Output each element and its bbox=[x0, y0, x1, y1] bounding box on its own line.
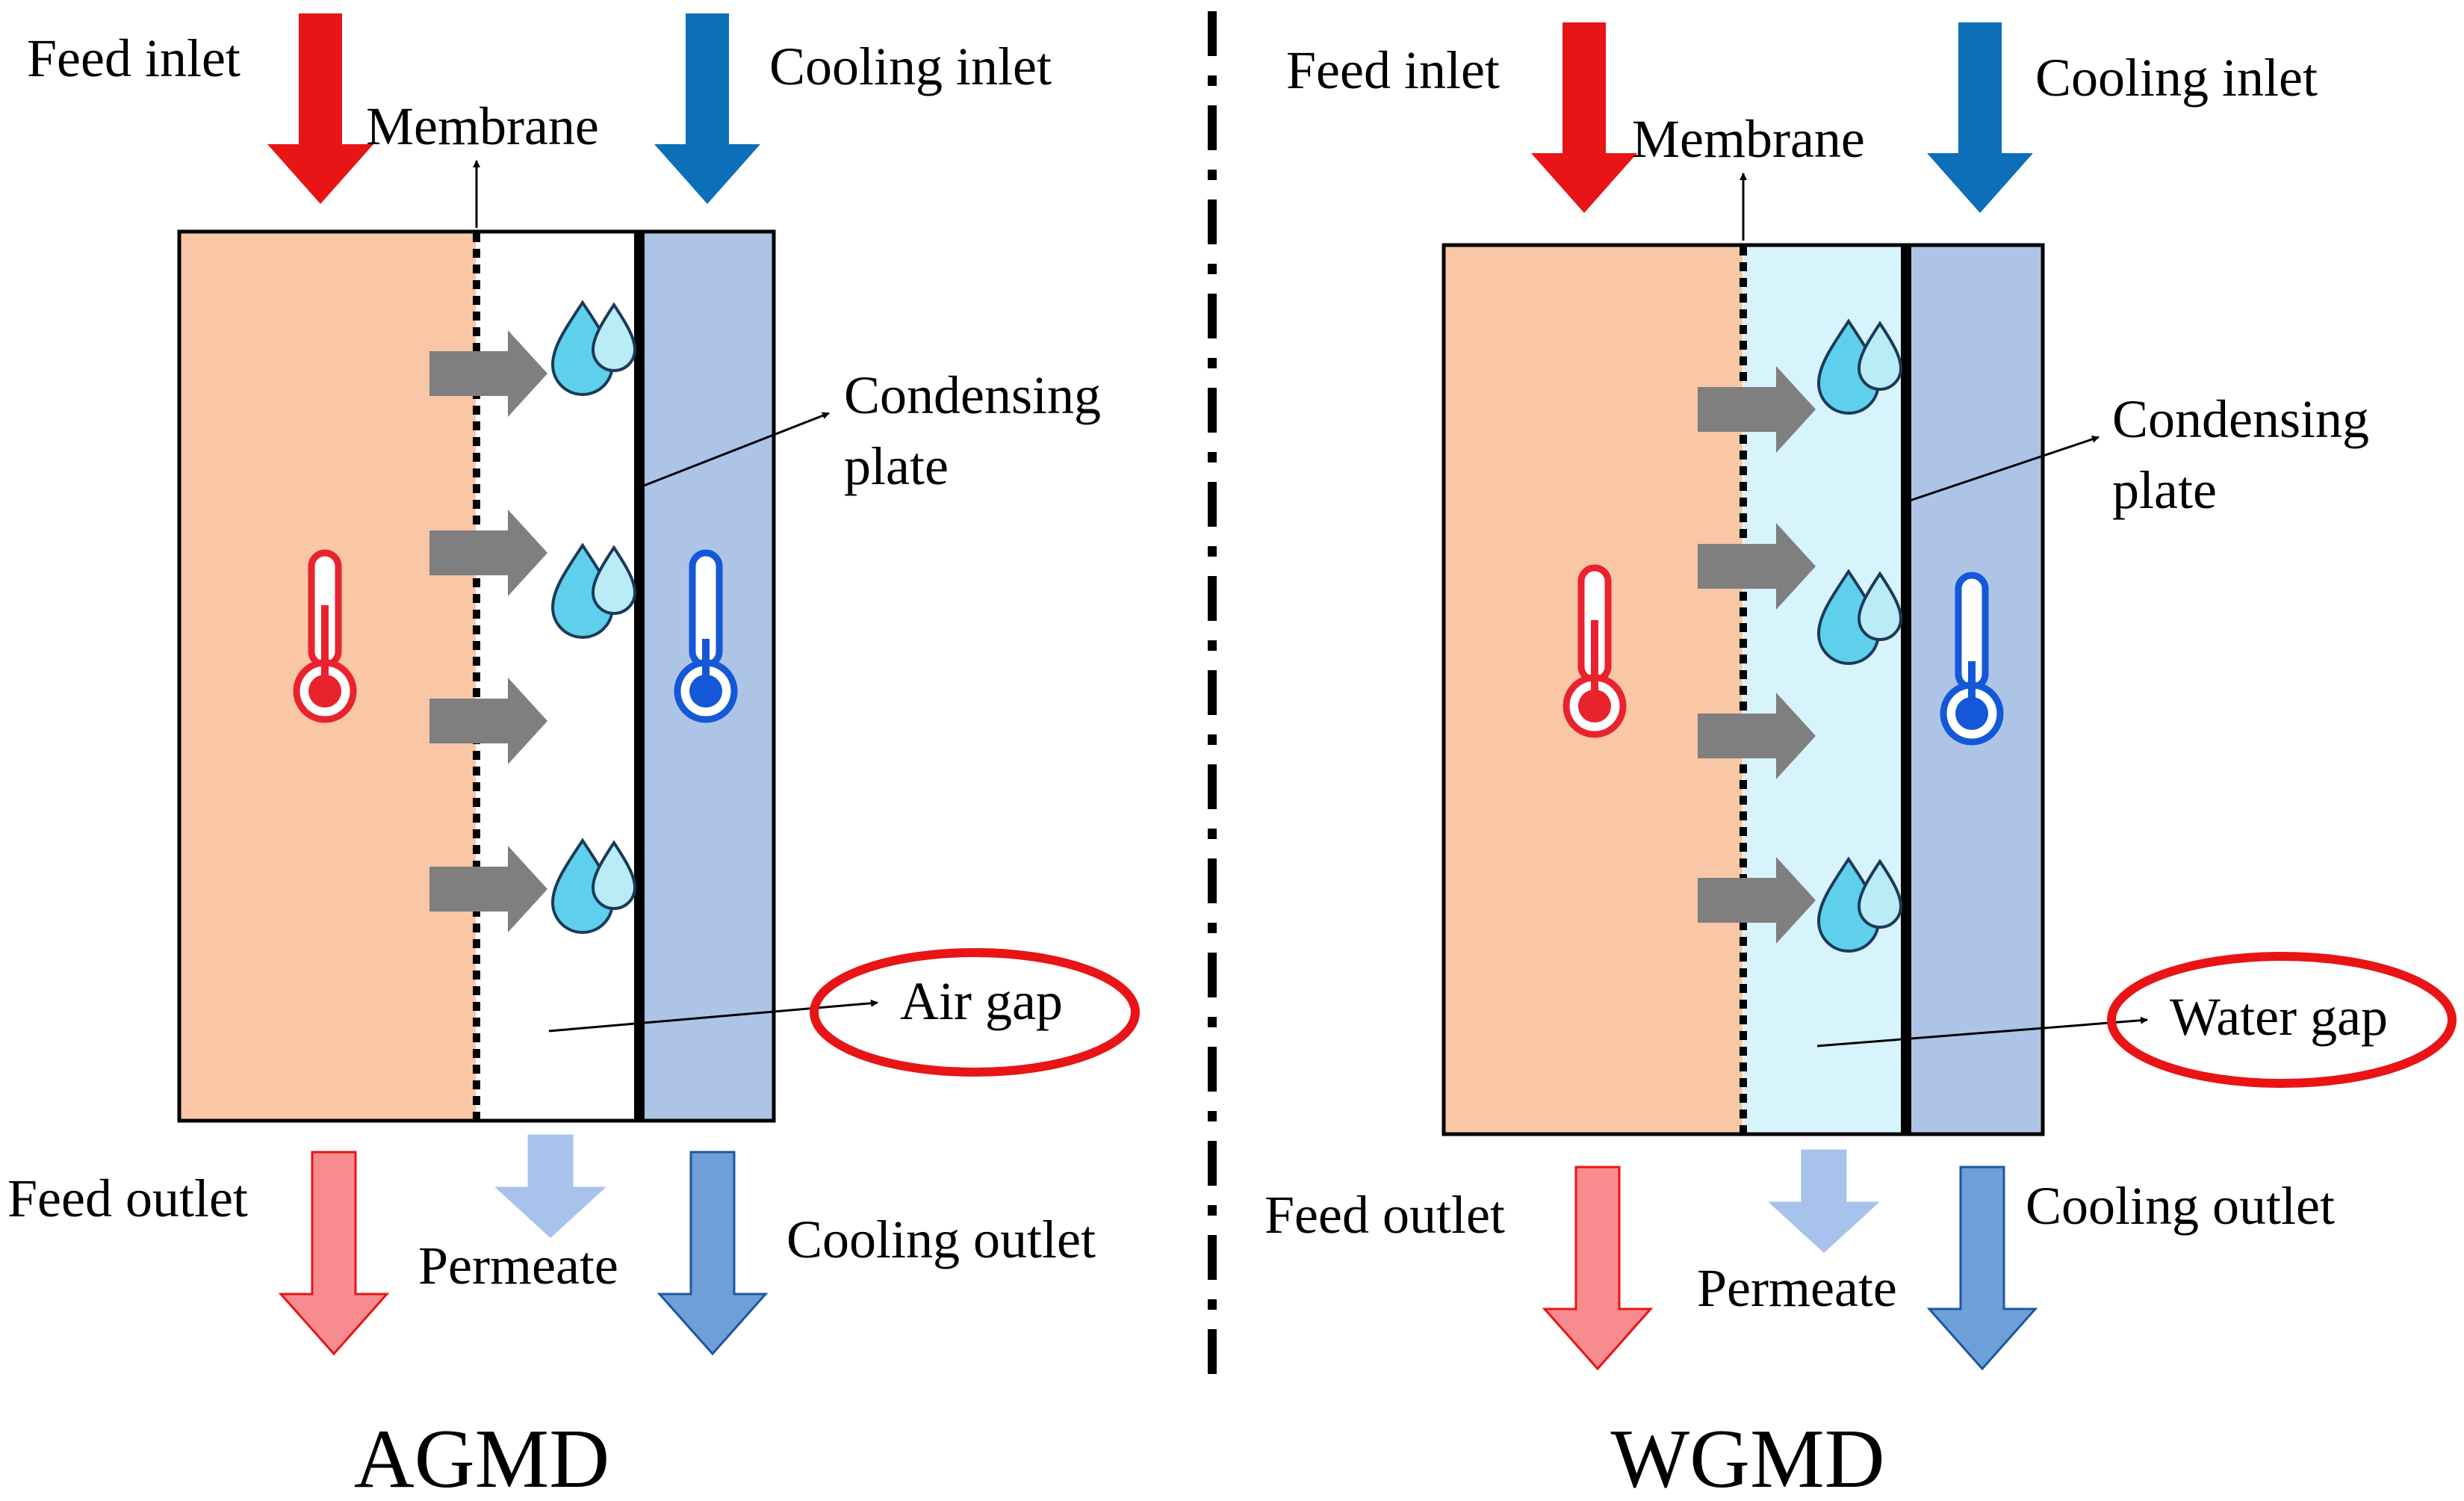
water-droplet-icon bbox=[1816, 856, 1903, 953]
module-border bbox=[177, 229, 776, 1123]
condensing-label-line2: plate bbox=[844, 436, 949, 496]
flux-arrow-icon bbox=[429, 846, 547, 932]
feed-outlet-arrow bbox=[278, 1151, 390, 1356]
feed-inlet-arrow bbox=[267, 13, 373, 204]
panel-title: AGMD bbox=[354, 1413, 609, 1497]
permeate-label: Permeate bbox=[418, 1236, 618, 1296]
flux-arrow-icon bbox=[429, 678, 547, 764]
cooling-outlet-arrow bbox=[1926, 1166, 2038, 1371]
water-droplet-icon bbox=[1816, 569, 1903, 665]
condensing-plate-pointer bbox=[1909, 436, 2100, 502]
permeate-outlet-arrow bbox=[494, 1134, 606, 1239]
cooling-outlet-arrow bbox=[657, 1151, 769, 1356]
gap-label: Water gap bbox=[2170, 987, 2388, 1047]
water-gap-pointer bbox=[1816, 1016, 2148, 1047]
feed-inlet-label: Feed inlet bbox=[1286, 40, 1500, 100]
gap-label: Air gap bbox=[900, 971, 1063, 1031]
gap-highlight-ellipse bbox=[2107, 952, 2457, 1088]
condensing-label-line1: Condensing bbox=[844, 365, 1101, 425]
gap-highlight-ellipse bbox=[810, 948, 1140, 1077]
cooling-inlet-arrow bbox=[1927, 22, 2033, 213]
flux-arrow-icon bbox=[1698, 693, 1816, 779]
condensing-label-line1: Condensing bbox=[2112, 389, 2369, 449]
thermometer-icon bbox=[1563, 564, 1627, 738]
flux-arrow-icon bbox=[1698, 523, 1816, 610]
thermometer-icon bbox=[293, 549, 357, 723]
feed-inlet-label: Feed inlet bbox=[27, 28, 240, 88]
air-gap-pointer bbox=[548, 999, 878, 1033]
cooling-inlet-label: Cooling inlet bbox=[2035, 48, 2318, 108]
membrane-label: Membrane bbox=[1632, 109, 1865, 169]
thermometer-icon bbox=[674, 549, 738, 723]
water-droplet-icon bbox=[1816, 318, 1903, 415]
wgmd-panel: Feed inlet Cooling inlet Membrane Conden… bbox=[1264, 22, 2457, 1501]
cooling-outlet-label: Cooling outlet bbox=[2026, 1176, 2335, 1236]
feed-outlet-label: Feed outlet bbox=[7, 1169, 248, 1228]
cooling-inlet-label: Cooling inlet bbox=[769, 37, 1052, 96]
agmd-panel: Feed inlet Cooling inlet Membrane Conden… bbox=[7, 13, 1140, 1501]
water-droplet-icon bbox=[550, 838, 637, 934]
flux-arrow-icon bbox=[1698, 857, 1816, 944]
water-droplet-icon bbox=[550, 300, 637, 396]
feed-inlet-arrow bbox=[1531, 22, 1637, 213]
flux-arrow-icon bbox=[429, 510, 547, 596]
condensing-plate-pointer bbox=[643, 412, 830, 487]
cooling-inlet-arrow bbox=[654, 13, 760, 204]
flux-arrow-icon bbox=[1698, 366, 1816, 453]
condensing-label-line2: plate bbox=[2112, 460, 2217, 520]
module-border bbox=[1442, 243, 2045, 1136]
thermometer-icon bbox=[1940, 572, 2004, 746]
permeate-outlet-arrow bbox=[1768, 1149, 1880, 1254]
cooling-outlet-label: Cooling outlet bbox=[786, 1210, 1096, 1269]
flux-arrow-icon bbox=[429, 330, 547, 417]
feed-outlet-label: Feed outlet bbox=[1264, 1185, 1505, 1245]
feed-outlet-arrow bbox=[1542, 1166, 1654, 1371]
water-droplet-icon bbox=[550, 542, 637, 639]
permeate-label: Permeate bbox=[1697, 1258, 1897, 1318]
membrane-label: Membrane bbox=[366, 96, 599, 156]
panel-title: WGMD bbox=[1610, 1413, 1884, 1497]
